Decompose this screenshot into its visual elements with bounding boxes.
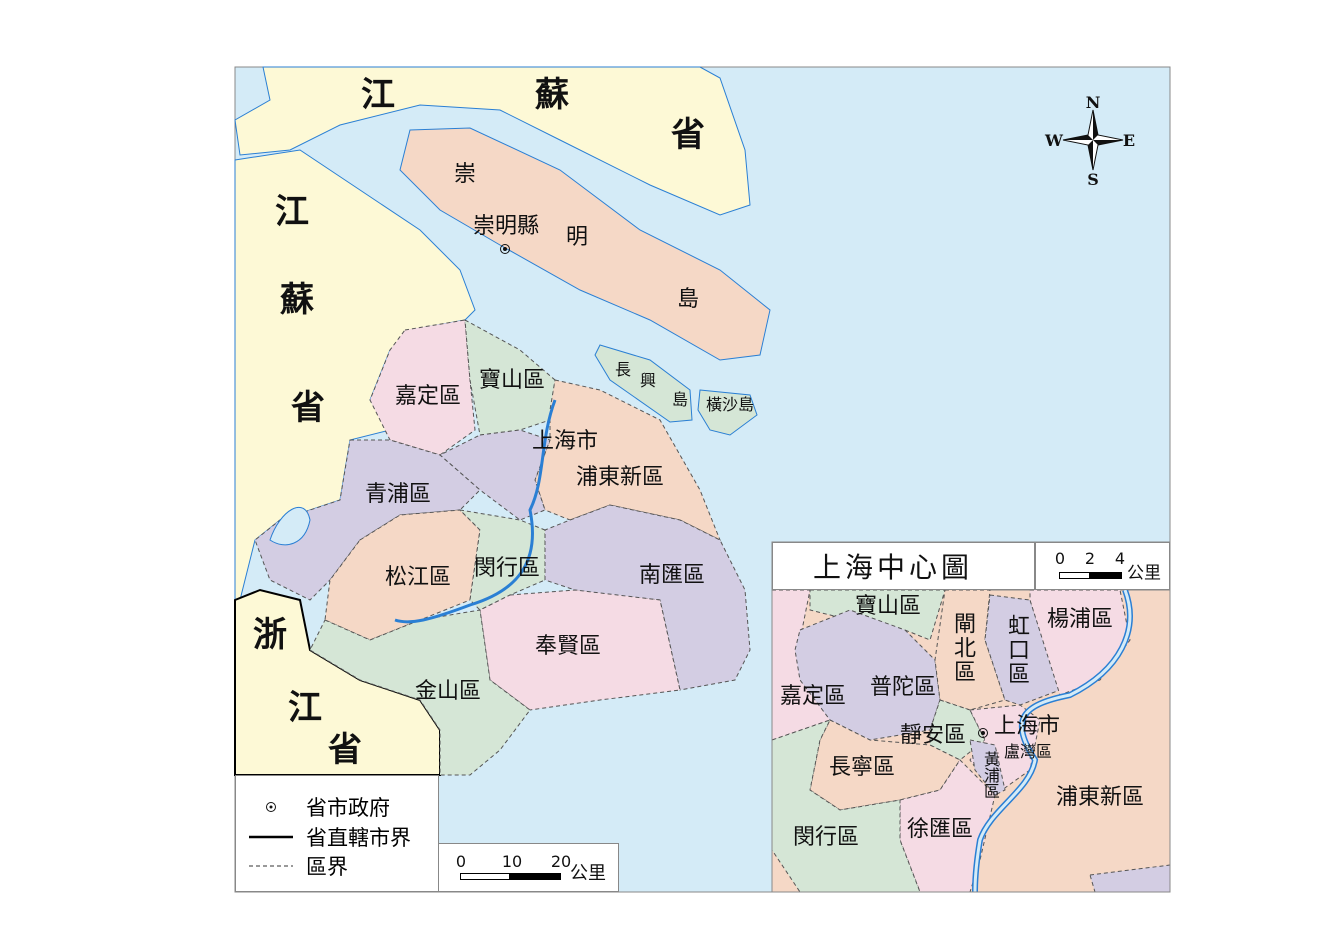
- district-label-nanhui[interactable]: 南匯區: [638, 563, 706, 588]
- county-seat-label: 崇明縣: [472, 214, 540, 239]
- inset-label-baoshan[interactable]: 寶山區: [854, 594, 922, 619]
- island-label-chongming: 島: [676, 287, 700, 312]
- district-label-baoshan[interactable]: 寶山區: [478, 368, 546, 393]
- scale-segment-black: [510, 873, 561, 880]
- district-label-jinshan[interactable]: 金山區: [414, 679, 482, 704]
- island-label-chongming: 明: [565, 225, 589, 250]
- scale-tick: 2: [1084, 549, 1096, 568]
- district-label-jiading[interactable]: 嘉定區: [394, 384, 462, 409]
- hengsha-island: [697, 389, 758, 436]
- district-label-pudong[interactable]: 浦東新區: [575, 465, 665, 490]
- legend-label: 省直轄市界: [306, 826, 411, 850]
- solid-line-icon: [236, 835, 306, 839]
- island-label-changxing: 興: [639, 371, 657, 390]
- inset-region-minhang[interactable]: [771, 719, 921, 893]
- legend-label: 省市政府: [306, 796, 390, 820]
- scale-segment-white: [460, 873, 510, 880]
- inset-region-zhabei[interactable]: [934, 589, 1006, 711]
- inset-label-minhang[interactable]: 閔行區: [792, 825, 860, 850]
- district-label-songjiang[interactable]: 松江區: [384, 565, 452, 590]
- inset-label-jingan[interactable]: 靜安區: [899, 723, 967, 748]
- province-label-jiangsu-west: 江: [275, 192, 309, 232]
- inset-capital-label: 上海市: [993, 714, 1061, 739]
- scale-tick: 4: [1114, 549, 1126, 568]
- scale-unit: 公里: [1127, 563, 1161, 584]
- huangpu-river: [394, 399, 557, 624]
- capital-label: 上海市: [531, 429, 599, 454]
- capital-symbol-icon: [236, 801, 306, 813]
- island-label-changxing: 島: [671, 390, 689, 409]
- capital-symbol-icon: [500, 244, 988, 738]
- region-urban[interactable]: [439, 429, 551, 521]
- chongming-island: [399, 127, 771, 361]
- compass-rose-icon: [1062, 109, 1124, 171]
- scale-unit: 公里: [570, 863, 606, 884]
- region-fengxian[interactable]: [479, 589, 681, 711]
- inset-title-box: 上海中心圖: [772, 542, 1035, 590]
- scale-segment-black: [1090, 572, 1122, 579]
- inset-label-zhabei[interactable]: 閘北區: [950, 612, 975, 684]
- dianshan-lake: [269, 507, 311, 546]
- compass-north: N: [1085, 93, 1101, 112]
- jiangsu-north-land: [234, 66, 751, 216]
- scale-tick: 0: [1054, 549, 1066, 568]
- compass-east: E: [1122, 131, 1136, 150]
- inset-label-xuhui[interactable]: 徐匯區: [906, 817, 974, 842]
- region-qingpu[interactable]: [254, 439, 481, 601]
- province-label-jiangsu-west: 蘇: [280, 280, 314, 320]
- island-label-chongming: 崇: [453, 162, 477, 187]
- dashed-line-icon: [236, 864, 306, 868]
- inset-label-jiading[interactable]: 嘉定區: [779, 684, 847, 709]
- scale-tick: 10: [501, 852, 523, 871]
- scale-bar: 0 10 20 公里: [438, 843, 619, 892]
- region-nanhui[interactable]: [544, 504, 751, 691]
- province-label-jiangsu: 蘇: [535, 75, 569, 115]
- region-songjiang[interactable]: [324, 509, 481, 641]
- inset-region-xuhui[interactable]: [899, 759, 996, 893]
- province-label-jiangsu-west: 省: [291, 388, 325, 428]
- province-label-zhejiang: 省: [328, 730, 362, 770]
- compass-south: S: [1087, 170, 1099, 189]
- inset-title: 上海中心圖: [812, 551, 974, 584]
- island-label-changxing: 長: [614, 360, 632, 379]
- inset-label-changning[interactable]: 長寧區: [828, 755, 896, 780]
- province-label-jiangsu: 江: [361, 75, 395, 115]
- changxing-island: [594, 344, 693, 423]
- inset-label-luwan[interactable]: 盧灣區: [1003, 742, 1053, 761]
- province-label-zhejiang: 浙: [253, 615, 287, 655]
- legend: 省市政府 省直轄市界 區界: [235, 775, 439, 892]
- scale-tick: 0: [455, 852, 467, 871]
- district-label-fengxian[interactable]: 奉賢區: [534, 634, 602, 659]
- inset-label-huangpu[interactable]: 黃浦區: [981, 751, 1000, 799]
- inset-label-putuo[interactable]: 普陀區: [869, 675, 937, 700]
- inset-scale-bar: 0 2 4 公里: [1035, 542, 1170, 590]
- inset-label-hongkou[interactable]: 虹口區: [1004, 614, 1029, 686]
- district-label-qingpu[interactable]: 青浦區: [364, 482, 432, 507]
- district-label-minhang[interactable]: 閔行區: [473, 556, 541, 581]
- compass-west: W: [1045, 131, 1063, 150]
- region-baoshan[interactable]: [464, 319, 556, 436]
- scale-tick: 20: [550, 852, 572, 871]
- inset-region-huangpu[interactable]: [969, 739, 1006, 796]
- inset-label-pudong[interactable]: 浦東新區: [1055, 785, 1145, 810]
- legend-label: 區界: [306, 855, 348, 879]
- scale-segment-white: [1059, 572, 1090, 579]
- province-label-zhejiang: 江: [288, 688, 322, 728]
- inset-label-yangpu[interactable]: 楊浦區: [1046, 607, 1114, 632]
- province-label-jiangsu: 省: [671, 115, 705, 155]
- island-label-hengsha: 橫沙島: [705, 395, 755, 414]
